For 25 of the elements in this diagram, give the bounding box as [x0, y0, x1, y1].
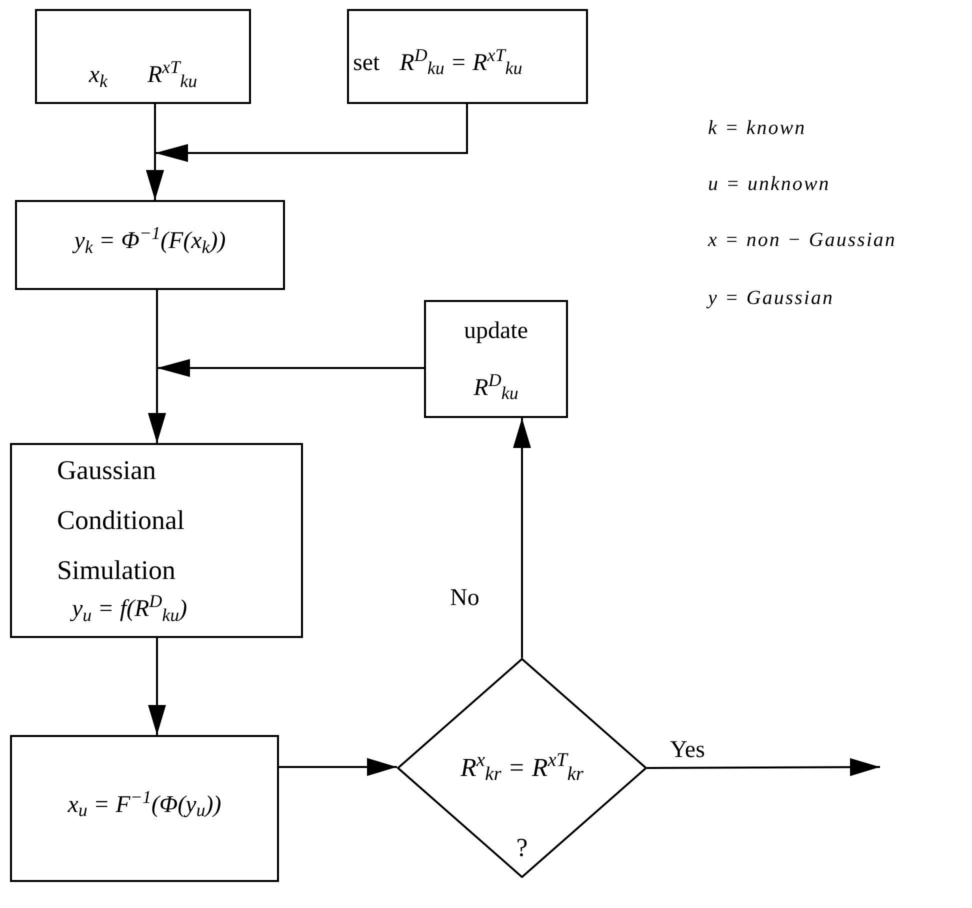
- arrow: [513, 418, 531, 658]
- step-label: update: [464, 316, 528, 346]
- formula: x$_{k}$: [88, 61, 108, 90]
- definition-note: x = non − Gaussian: [708, 230, 896, 250]
- arrow: [647, 758, 880, 776]
- definition-note: u = unknown: [708, 174, 830, 194]
- formula: x$_{u}$ = F$^{−1}$(Φ(y$_{u}$)): [68, 790, 222, 820]
- definition-note: y = Gaussian: [708, 288, 834, 308]
- formula: y$_{k}$ = Φ$^{−1}$(F(x$_{k}$)): [74, 226, 226, 256]
- step-label: Gaussian Conditional Simulation: [57, 454, 186, 587]
- arrow: [148, 638, 166, 735]
- step-label: ?: [516, 832, 528, 864]
- process-box: [424, 300, 568, 418]
- definition-note: k = known: [708, 118, 806, 138]
- process-box: [10, 443, 303, 638]
- decision-diamond: [397, 658, 647, 878]
- process-box: [15, 200, 285, 290]
- arrow: [279, 758, 397, 776]
- process-box: [347, 9, 588, 104]
- step-label: set: [353, 48, 380, 78]
- process-box: [35, 9, 251, 104]
- arrow: [146, 104, 468, 200]
- formula: y$_{u}$ = f(R$^{D}$$_{ku}$): [72, 596, 188, 622]
- arrow: [148, 359, 424, 443]
- process-box: [10, 735, 279, 882]
